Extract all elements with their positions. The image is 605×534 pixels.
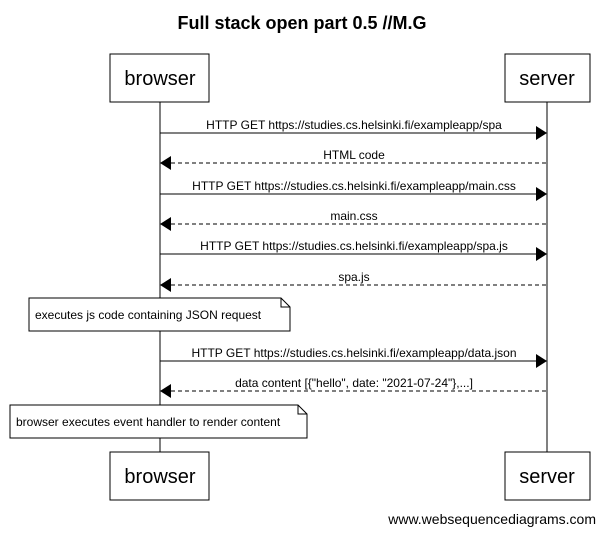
actor-browser-bottom-label: browser xyxy=(124,466,195,488)
note-text: browser executes event handler to render… xyxy=(16,415,281,429)
note-fold-icon xyxy=(297,405,307,415)
arrowhead-left-icon xyxy=(160,384,171,398)
message-1: HTTP GET https://studies.cs.helsinki.fi/… xyxy=(160,118,547,140)
message-4: main.css xyxy=(160,209,547,231)
arrowhead-right-icon xyxy=(536,187,547,201)
message-label: main.css xyxy=(330,209,377,223)
actor-browser-top: browser xyxy=(109,53,210,103)
message-8: data content [{"hello", date: "2021-07-2… xyxy=(160,376,547,398)
actor-browser-bottom: browser xyxy=(109,451,210,501)
arrowhead-right-icon xyxy=(536,126,547,140)
actor-server-bottom-label: server xyxy=(519,466,575,488)
actor-browser-top-label: browser xyxy=(124,68,195,90)
arrowhead-right-icon xyxy=(536,247,547,261)
diagram-title: Full stack open part 0.5 //M.G xyxy=(177,13,426,33)
note-fold-icon xyxy=(280,298,290,308)
message-6: spa.js xyxy=(160,270,547,292)
actor-server-bottom: server xyxy=(504,451,591,501)
message-label: HTTP GET https://studies.cs.helsinki.fi/… xyxy=(191,346,516,360)
note-text: executes js code containing JSON request xyxy=(35,308,262,322)
arrowhead-left-icon xyxy=(160,156,171,170)
note-1: executes js code containing JSON request xyxy=(28,297,291,332)
message-label: HTTP GET https://studies.cs.helsinki.fi/… xyxy=(206,118,502,132)
message-5: HTTP GET https://studies.cs.helsinki.fi/… xyxy=(160,239,547,261)
arrowhead-left-icon xyxy=(160,217,171,231)
arrowhead-left-icon xyxy=(160,278,171,292)
message-2: HTML code xyxy=(160,148,547,170)
note-2: browser executes event handler to render… xyxy=(9,404,308,439)
message-label: spa.js xyxy=(338,270,369,284)
message-label: HTTP GET https://studies.cs.helsinki.fi/… xyxy=(200,239,508,253)
message-label: HTML code xyxy=(323,148,385,162)
actor-server-top: server xyxy=(504,53,591,103)
message-label: HTTP GET https://studies.cs.helsinki.fi/… xyxy=(192,179,516,193)
actor-server-top-label: server xyxy=(519,68,575,90)
message-3: HTTP GET https://studies.cs.helsinki.fi/… xyxy=(160,179,547,201)
watermark: www.websequencediagrams.com xyxy=(387,511,596,527)
arrowhead-right-icon xyxy=(536,354,547,368)
message-label: data content [{"hello", date: "2021-07-2… xyxy=(235,376,473,390)
message-7: HTTP GET https://studies.cs.helsinki.fi/… xyxy=(160,346,547,368)
